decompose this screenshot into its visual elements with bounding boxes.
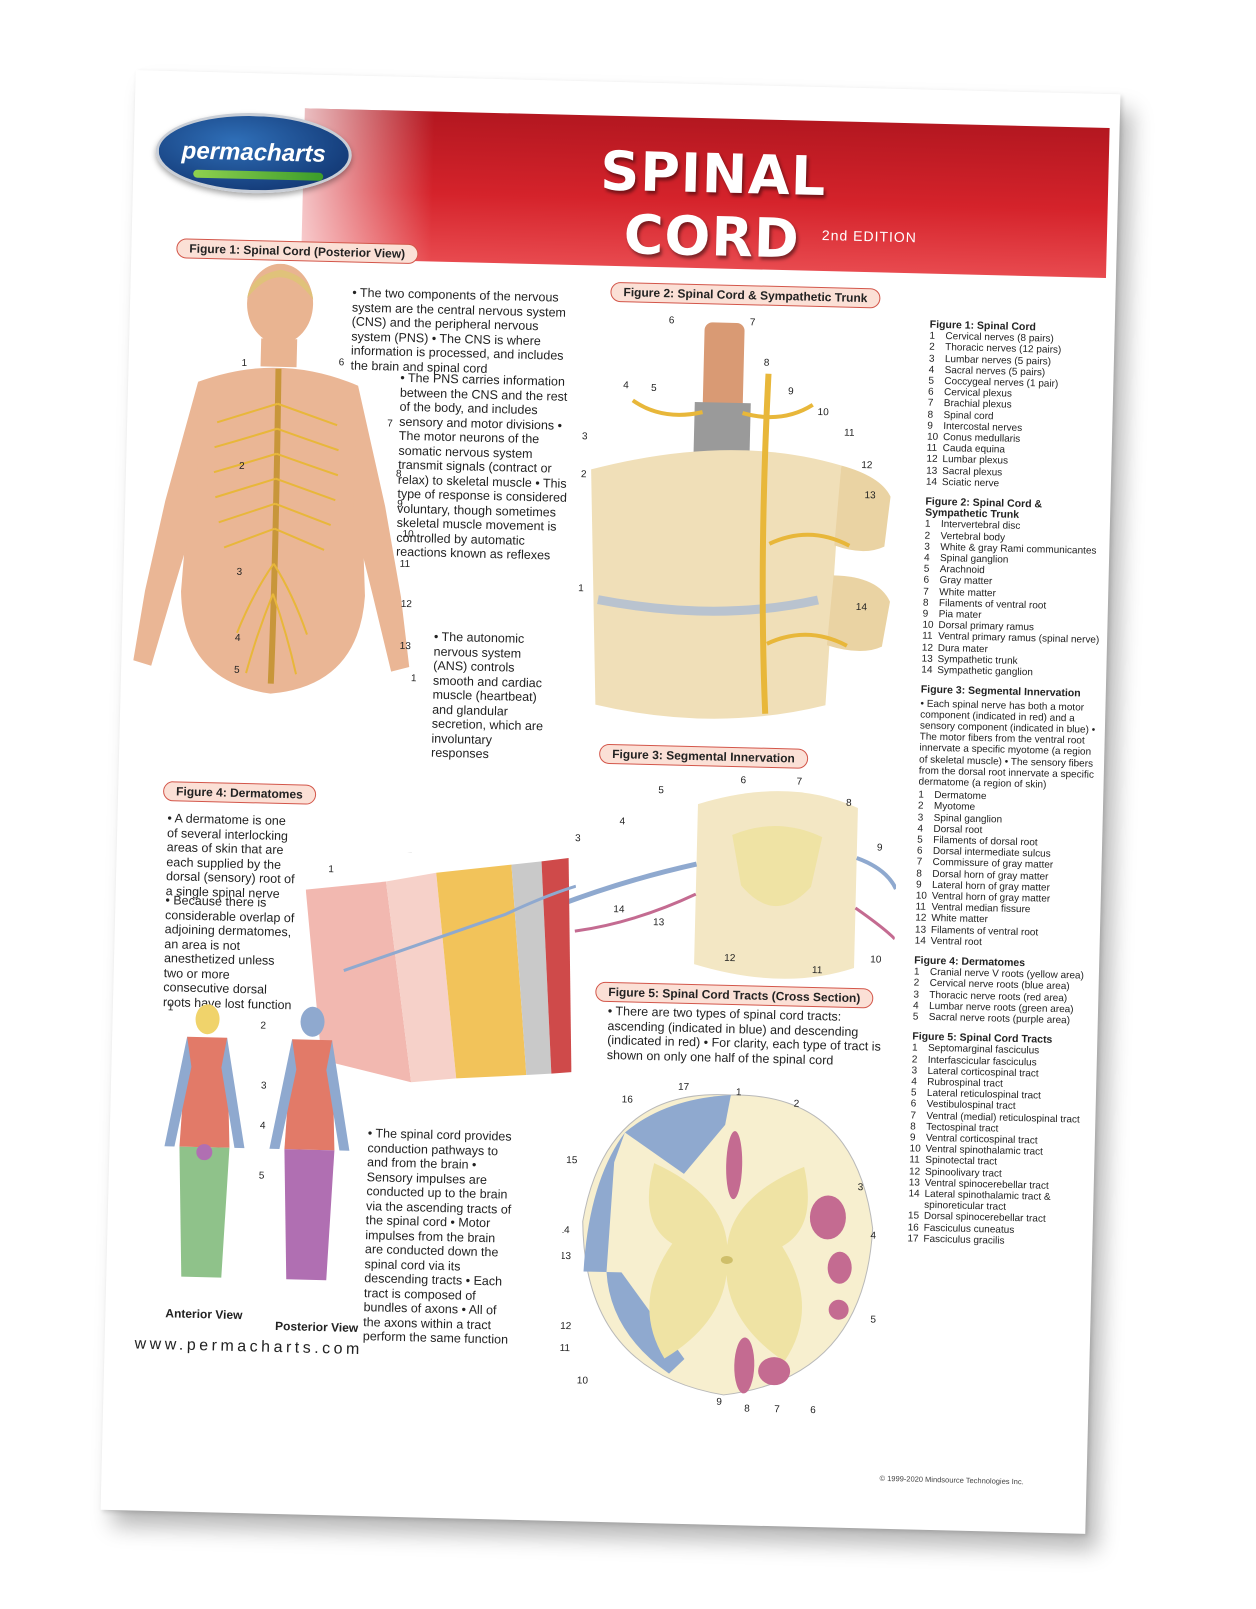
overlap-text: • Because there is considerable overlap … <box>162 893 295 1012</box>
svg-text:3: 3 <box>582 431 588 442</box>
fig2-vertebra-illustration: 6 7 8 9 10 11 12 13 14 5 4 3 2 1 <box>578 315 891 719</box>
edition-label: 2nd EDITION <box>821 226 918 246</box>
svg-text:2: 2 <box>581 469 587 480</box>
svg-text:8: 8 <box>846 798 852 809</box>
ans-text: • The autonomic nervous system (ANS) con… <box>430 629 544 762</box>
svg-text:1: 1 <box>168 1002 174 1013</box>
svg-text:7: 7 <box>774 1404 780 1415</box>
svg-text:5: 5 <box>259 1171 265 1182</box>
svg-text:6: 6 <box>810 1405 816 1416</box>
svg-text:14: 14 <box>411 673 423 684</box>
svg-text:14: 14 <box>558 1225 570 1236</box>
svg-text:13: 13 <box>653 917 665 928</box>
fig4-skin-block-illustration: 12 <box>305 850 577 1083</box>
nervous-system-text: • The two components of the nervous syst… <box>350 285 567 376</box>
pns-text: • The PNS carries information between th… <box>395 370 568 563</box>
svg-text:10: 10 <box>577 1375 589 1386</box>
svg-text:2: 2 <box>407 850 413 856</box>
svg-text:12: 12 <box>861 460 873 471</box>
chart-sheet: SPINAL CORD 2nd EDITION permacharts Figu… <box>100 70 1121 1534</box>
svg-text:11: 11 <box>400 559 411 570</box>
svg-text:5: 5 <box>651 383 657 394</box>
svg-text:12: 12 <box>724 953 736 964</box>
svg-text:5: 5 <box>870 1315 876 1326</box>
svg-text:3: 3 <box>575 833 581 844</box>
svg-text:1: 1 <box>241 358 247 369</box>
anterior-view-label: Anterior View <box>165 1306 243 1323</box>
svg-text:7: 7 <box>796 777 802 788</box>
svg-text:4: 4 <box>623 380 629 391</box>
svg-text:10: 10 <box>870 954 882 965</box>
svg-text:9: 9 <box>788 386 794 397</box>
svg-text:13: 13 <box>560 1251 572 1262</box>
svg-text:4: 4 <box>260 1121 266 1132</box>
svg-text:8: 8 <box>764 358 770 369</box>
svg-text:3: 3 <box>261 1081 267 1092</box>
legend-fig3-note: • Each spinal nerve has both a motor com… <box>918 698 1096 791</box>
svg-text:6: 6 <box>669 315 675 326</box>
svg-text:10: 10 <box>402 529 414 540</box>
figure-2-title: Figure 2: Spinal Cord & Sympathetic Trun… <box>610 281 881 309</box>
tracts-text: • There are two types of spinal cord tra… <box>606 1004 881 1068</box>
svg-text:11: 11 <box>844 428 855 439</box>
svg-text:14: 14 <box>613 904 625 915</box>
svg-text:13: 13 <box>864 490 876 501</box>
svg-text:4: 4 <box>870 1230 876 1241</box>
svg-text:2: 2 <box>260 1021 266 1032</box>
posterior-view-label: Posterior View <box>274 1318 359 1335</box>
svg-text:16: 16 <box>622 1094 634 1105</box>
svg-text:1: 1 <box>578 583 584 594</box>
svg-text:1: 1 <box>736 1087 742 1098</box>
fig4-body-dermatomes-illustration: 1 2 3 4 5 <box>164 1002 350 1281</box>
svg-text:12: 12 <box>401 599 413 610</box>
figure-4-title: Figure 4: Dermatomes <box>162 781 317 805</box>
svg-text:3: 3 <box>236 567 242 578</box>
svg-text:2: 2 <box>239 461 245 472</box>
svg-text:7: 7 <box>750 317 756 328</box>
svg-text:6: 6 <box>339 357 345 368</box>
svg-text:17: 17 <box>678 1082 690 1093</box>
svg-text:6: 6 <box>740 775 746 786</box>
svg-text:12: 12 <box>560 1321 572 1332</box>
page-title: SPINAL CORD <box>599 139 828 271</box>
svg-text:11: 11 <box>812 965 823 976</box>
svg-text:4: 4 <box>235 633 241 644</box>
svg-text:5: 5 <box>234 665 240 676</box>
fig3-cord-segment-illustration: 5 4 3 6 7 8 9 10 11 12 13 14 <box>553 775 898 979</box>
svg-text:11: 11 <box>560 1343 571 1354</box>
svg-text:15: 15 <box>566 1155 578 1166</box>
pathways-text: • The spinal cord provides conduction pa… <box>362 1126 512 1347</box>
svg-text:14: 14 <box>856 602 868 613</box>
svg-text:9: 9 <box>397 499 403 510</box>
dermatome-text: • A dermatome is one of several interloc… <box>165 811 295 901</box>
svg-text:8: 8 <box>744 1403 750 1414</box>
svg-text:8: 8 <box>396 469 402 480</box>
svg-text:9: 9 <box>716 1397 722 1408</box>
svg-text:7: 7 <box>387 418 393 429</box>
copyright-notice: © 1999-2020 Mindsource Technologies Inc. <box>879 1473 1024 1487</box>
svg-text:1: 1 <box>328 864 334 875</box>
svg-text:5: 5 <box>658 785 664 796</box>
figure-3-title: Figure 3: Segmental Innervation <box>598 743 809 769</box>
svg-text:10: 10 <box>817 407 829 418</box>
svg-text:9: 9 <box>877 843 883 854</box>
svg-text:2: 2 <box>794 1099 800 1110</box>
website-url: www.permacharts.com <box>134 1335 364 1359</box>
svg-text:13: 13 <box>400 641 412 652</box>
svg-text:3: 3 <box>858 1182 864 1193</box>
svg-text:4: 4 <box>619 816 625 827</box>
logo-text: permacharts <box>181 137 327 168</box>
